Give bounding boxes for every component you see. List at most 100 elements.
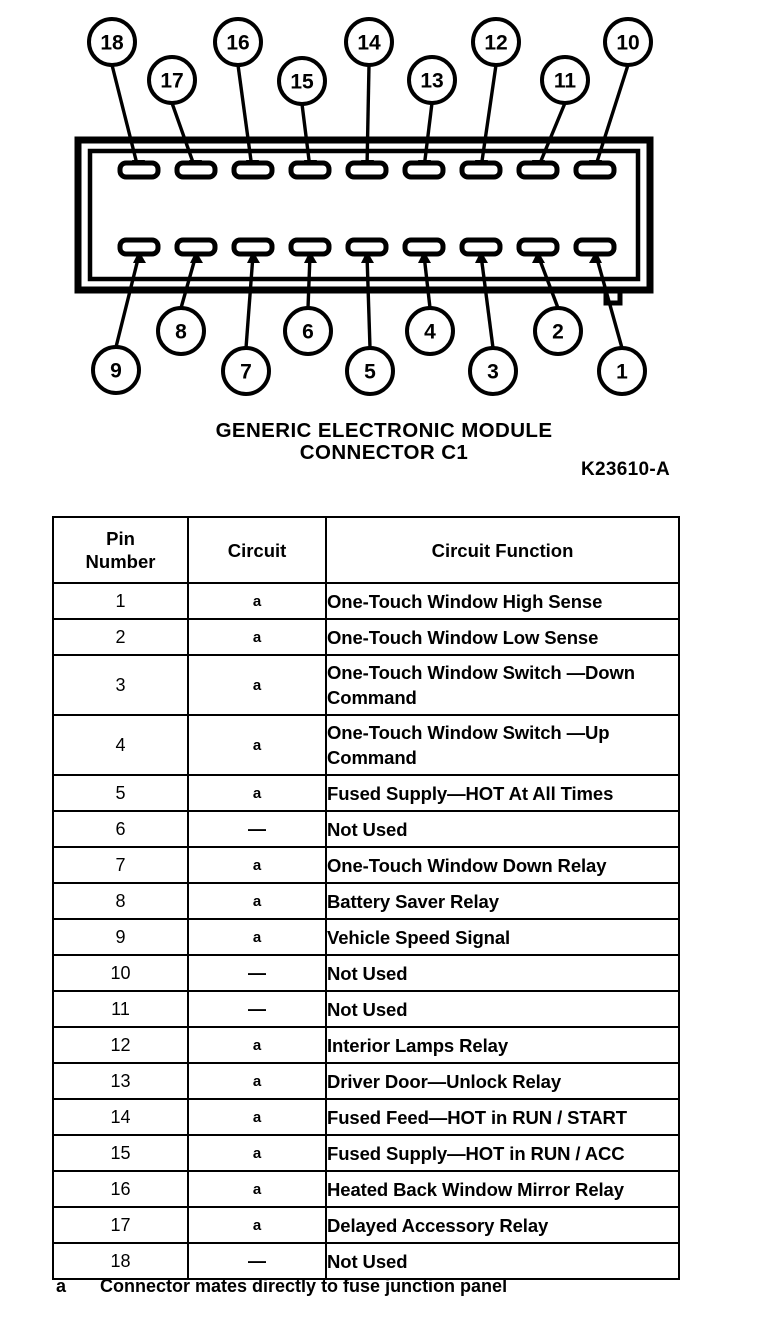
callout-13: 13 (407, 55, 457, 105)
footnote-text: Connector mates directly to fuse junctio… (100, 1276, 508, 1296)
callout-label-15: 15 (290, 71, 314, 94)
cell-pin-number: 8 (52, 882, 189, 920)
pin-slot-2 (516, 237, 560, 257)
cell-circuit-function: Delayed Accessory Relay (325, 1206, 680, 1244)
cell-circuit-function: Not Used (325, 810, 680, 848)
pin-slots-bottom-row (117, 237, 617, 257)
cell-circuit: a (187, 1062, 327, 1100)
callout-label-5: 5 (364, 361, 376, 384)
cell-pin-number: 17 (52, 1206, 189, 1244)
cell-circuit: a (187, 714, 327, 776)
cell-circuit-function: Heated Back Window Mirror Relay (325, 1170, 680, 1208)
cell-pin-number: 4 (52, 714, 189, 776)
callout-label-9: 9 (110, 360, 122, 383)
callout-label-2: 2 (552, 321, 564, 344)
cell-pin-number: 6 (52, 810, 189, 848)
diagram-title-line-2: CONNECTOR C1 (299, 441, 469, 464)
pin-slot-13 (402, 160, 446, 180)
pin-slot-14 (345, 160, 389, 180)
callout-label-11: 11 (554, 70, 577, 93)
diagram-title: GENERIC ELECTRONIC MODULE CONNECTOR C1 (0, 420, 768, 464)
column-header-circuit: Circuit (187, 516, 327, 584)
table-header-row: Pin Number Circuit Circuit Function (52, 516, 680, 584)
callout-label-8: 8 (175, 321, 187, 344)
cell-pin-number: 2 (52, 618, 189, 656)
callout-16: 16 (213, 17, 263, 67)
cell-circuit-function: One-Touch Window Switch —Down Command (325, 654, 680, 716)
callout-label-10: 10 (616, 32, 639, 55)
cell-pin-number: 5 (52, 774, 189, 812)
cell-pin-number: 12 (52, 1026, 189, 1064)
pin-number-header-line-1: Pin (106, 528, 135, 549)
cell-pin-number: 18 (52, 1242, 189, 1280)
cell-circuit-function: Fused Supply—HOT At All Times (325, 774, 680, 812)
callout-15: 15 (277, 56, 327, 106)
callout-label-4: 4 (424, 321, 436, 344)
callout-label-17: 17 (160, 70, 183, 93)
cell-pin-number: 10 (52, 954, 189, 992)
pin-slot-5 (345, 237, 389, 257)
callout-label-14: 14 (357, 32, 381, 55)
callout-8: 8 (156, 306, 206, 356)
pin-slot-1 (573, 237, 617, 257)
cell-pin-number: 11 (52, 990, 189, 1028)
callout-label-3: 3 (487, 361, 499, 384)
cell-circuit: a (187, 882, 327, 920)
cell-circuit: a (187, 1098, 327, 1136)
pin-slot-9 (117, 237, 161, 257)
callout-label-16: 16 (226, 32, 249, 55)
cell-circuit-function: One-Touch Window Low Sense (325, 618, 680, 656)
table-row: 18—Not Used (52, 1242, 680, 1280)
diagram-title-line-1: GENERIC ELECTRONIC MODULE (215, 419, 553, 442)
callout-7: 7 (221, 346, 271, 396)
footnote-mark: a (56, 1276, 67, 1296)
pin-slot-4 (402, 237, 446, 257)
callout-11: 11 (540, 55, 590, 105)
cell-circuit: — (187, 810, 327, 848)
cell-pin-number: 14 (52, 1098, 189, 1136)
table-row: 11—Not Used (52, 990, 680, 1028)
figure-code: K23610-A (580, 459, 670, 480)
connector-shell-outer (74, 136, 654, 294)
callout-6: 6 (283, 306, 333, 356)
pin-slots-top-row (117, 160, 617, 180)
pin-slot-3 (459, 237, 503, 257)
pin-slot-6 (288, 237, 332, 257)
connector-diagram: 18 17 16 15 14 13 (0, 0, 768, 500)
cell-circuit: a (187, 1134, 327, 1172)
cell-circuit-function: One-Touch Window Switch —Up Command (325, 714, 680, 776)
connector-shell-inner (87, 148, 641, 282)
callout-bubbles-top: 18 17 16 15 14 13 (87, 17, 653, 106)
pin-slot-18 (117, 160, 161, 180)
cell-pin-number: 9 (52, 918, 189, 956)
cell-circuit: a (187, 774, 327, 812)
column-header-circuit-function: Circuit Function (325, 516, 680, 584)
pin-slot-17 (174, 160, 218, 180)
cell-pin-number: 1 (52, 582, 189, 620)
cell-circuit: a (187, 618, 327, 656)
cell-pin-number: 16 (52, 1170, 189, 1208)
cell-circuit-function: One-Touch Window Down Relay (325, 846, 680, 884)
callout-2: 2 (533, 306, 583, 356)
callout-label-13: 13 (420, 70, 443, 93)
cell-circuit-function: Not Used (325, 990, 680, 1028)
cell-circuit: a (187, 1026, 327, 1064)
cell-circuit-function: Fused Feed—HOT in RUN / START (325, 1098, 680, 1136)
cell-circuit: — (187, 1242, 327, 1280)
callout-18: 18 (87, 17, 137, 67)
callout-10: 10 (603, 17, 653, 67)
cell-circuit-function: Driver Door—Unlock Relay (325, 1062, 680, 1100)
callout-12: 12 (471, 17, 521, 67)
cell-pin-number: 7 (52, 846, 189, 884)
cell-circuit-function: Interior Lamps Relay (325, 1026, 680, 1064)
